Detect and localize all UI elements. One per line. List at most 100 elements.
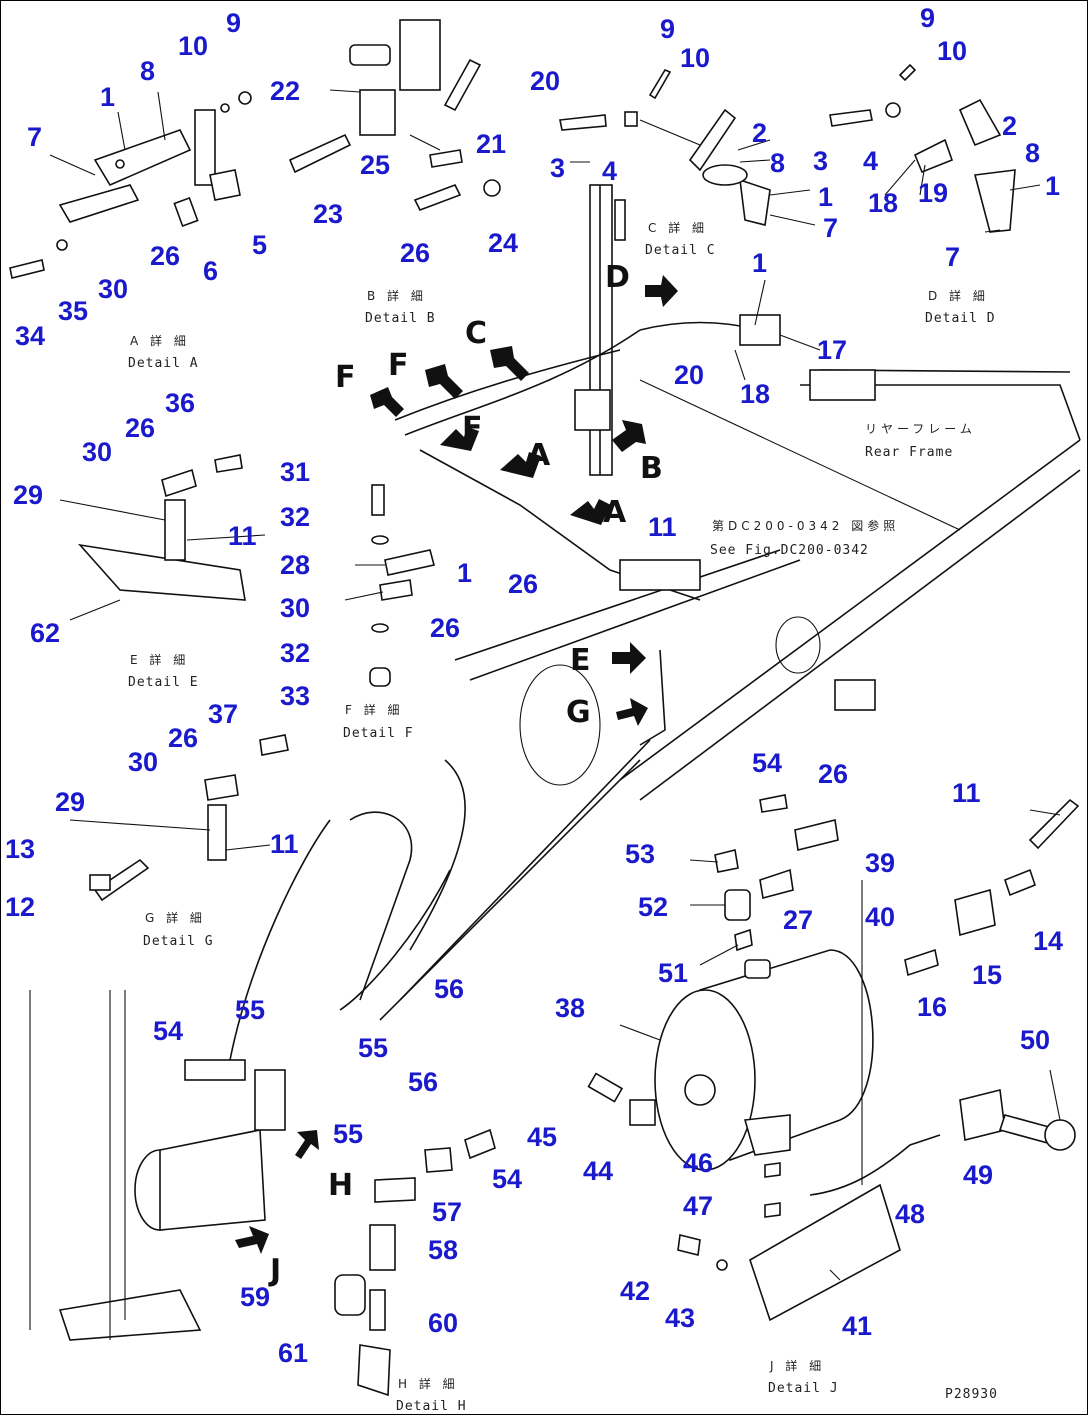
detail-g-drawing: [69, 734, 289, 902]
part-callout: 32: [280, 502, 310, 532]
part-callout: 10: [178, 31, 208, 61]
part-callout: 13: [5, 834, 35, 864]
part-callout: 56: [434, 974, 464, 1004]
view-letter: F: [462, 411, 483, 446]
view-letter: F: [335, 360, 356, 395]
detail-label-jp: A 詳 細: [130, 333, 190, 348]
view-arrow-icon: [370, 387, 404, 417]
part-callout: 28: [280, 550, 310, 580]
part-callout: 9: [920, 3, 935, 33]
part-callout: 49: [963, 1160, 993, 1190]
part-callout: 59: [240, 1282, 270, 1312]
part-callout: 54: [752, 748, 782, 778]
part-callout: 4: [602, 156, 617, 186]
part-callout: 39: [865, 848, 895, 878]
part-callout: 1: [100, 82, 115, 112]
part-callout: 9: [226, 8, 241, 38]
view-arrow-icon: [612, 420, 646, 452]
part-callout: 31: [280, 457, 310, 487]
view-arrow-icon: [235, 1226, 269, 1254]
part-callout: 2: [752, 118, 767, 148]
part-callout: 30: [98, 274, 128, 304]
part-callout: 26: [508, 569, 538, 599]
part-callout: 56: [408, 1067, 438, 1097]
detail-label-en: Detail A: [128, 356, 199, 371]
part-callout: 27: [783, 905, 813, 935]
part-callout: 26: [818, 759, 848, 789]
view-arrow-icon: [440, 427, 479, 451]
part-callout: 26: [150, 241, 180, 271]
part-callout: 36: [165, 388, 195, 418]
part-callout: 40: [865, 902, 895, 932]
detail-d-drawing: [829, 63, 1016, 233]
part-callout: 26: [430, 613, 460, 643]
part-callout: 3: [550, 153, 565, 183]
view-letter: J: [268, 1253, 281, 1288]
part-callout: 3: [813, 146, 828, 176]
view-letter: A: [603, 495, 627, 530]
part-callout: 60: [428, 1308, 458, 1338]
part-callout: 50: [1020, 1025, 1050, 1055]
part-callout: 54: [153, 1016, 183, 1046]
part-callout: 30: [280, 593, 310, 623]
part-callout: 55: [235, 995, 265, 1025]
part-callout: 26: [400, 238, 430, 268]
part-callout: 45: [527, 1122, 557, 1152]
detail-labels: A 詳 細 Detail A B 詳 細 Detail B C 詳 細 Deta…: [128, 220, 998, 1414]
part-callout: 5: [252, 230, 267, 260]
view-letter: B: [640, 451, 663, 486]
view-arrow-icon: [490, 346, 529, 381]
part-callout: 24: [488, 228, 518, 258]
detail-label-en: Detail B: [365, 311, 436, 326]
part-callout: 58: [428, 1235, 458, 1265]
part-callout: 4: [863, 146, 878, 176]
view-arrow-icon: [295, 1130, 319, 1159]
view-letter: F: [388, 348, 409, 383]
figure-code: P28930: [945, 1387, 998, 1402]
part-callout: 32: [280, 638, 310, 668]
view-letter: C: [465, 316, 487, 351]
part-callout: 29: [55, 787, 85, 817]
view-letter: H: [328, 1168, 353, 1203]
detail-label-en: Detail H: [396, 1399, 467, 1414]
view-arrow-icon: [570, 499, 611, 525]
part-callout: 20: [530, 66, 560, 96]
part-callout: 37: [208, 699, 238, 729]
leader-lines: [69, 139, 1061, 1281]
view-arrow-icon: [612, 642, 646, 674]
part-callout: 55: [333, 1119, 363, 1149]
part-callout: 7: [823, 213, 838, 243]
detail-label-jp: F 詳 細: [345, 702, 404, 717]
part-callout: 12: [5, 892, 35, 922]
detail-e-drawing: [59, 454, 246, 601]
part-callout: 11: [952, 778, 981, 808]
part-callout: 10: [680, 43, 710, 73]
view-letter: D: [605, 260, 630, 295]
part-callout: 48: [895, 1199, 925, 1229]
part-callout: 17: [817, 335, 847, 365]
see-fig-label-jp: 第DC200-0342 図参照: [712, 518, 899, 533]
part-callout: 1: [818, 182, 833, 212]
part-callout: 47: [683, 1191, 713, 1221]
part-callout: 19: [918, 178, 948, 208]
view-arrow-icon: [500, 452, 541, 478]
line-art: [9, 19, 1081, 1397]
detail-label-jp: B 詳 細: [367, 288, 427, 303]
part-callout: 57: [432, 1197, 462, 1227]
part-callout: 6: [203, 256, 218, 286]
part-callout: 8: [770, 148, 785, 178]
part-callout: 30: [82, 437, 112, 467]
part-callout: 51: [658, 958, 688, 988]
part-callout: 15: [972, 960, 1002, 990]
view-arrow-icon: [425, 364, 463, 399]
part-callout: 18: [740, 379, 770, 409]
part-callout: 34: [15, 321, 45, 351]
part-callout: 11: [648, 512, 677, 542]
part-callout: 61: [278, 1338, 308, 1368]
detail-label-en: Detail J: [768, 1381, 839, 1396]
detail-label-jp: H 詳 細: [398, 1376, 459, 1391]
detail-f-drawing: [369, 484, 435, 687]
